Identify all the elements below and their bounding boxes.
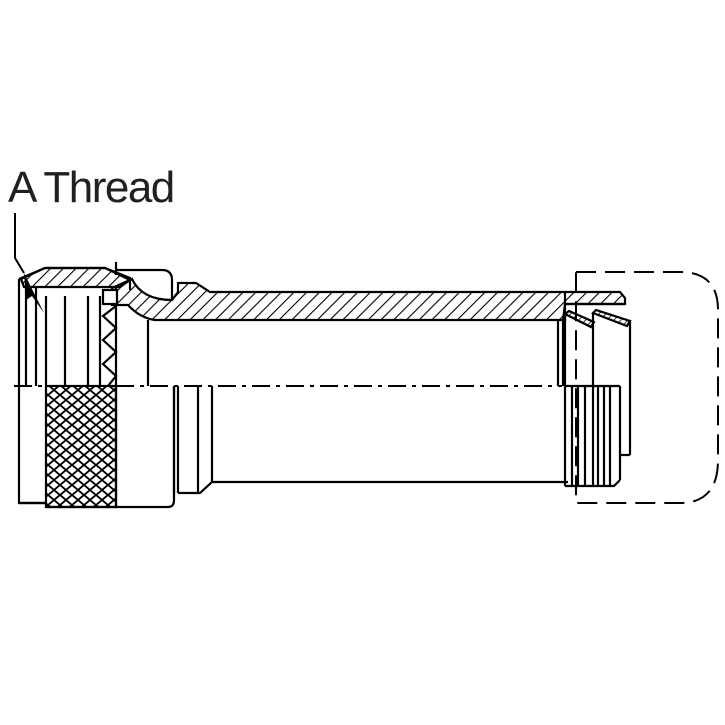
a-thread-callout-label: A Thread	[8, 163, 175, 212]
body-tube	[146, 320, 568, 495]
body-shell	[101, 277, 567, 322]
cable-clamp-end	[561, 290, 632, 488]
coupling-nut	[17, 262, 176, 509]
leader-line	[14, 213, 25, 274]
dashed-cable-envelope	[575, 271, 719, 504]
